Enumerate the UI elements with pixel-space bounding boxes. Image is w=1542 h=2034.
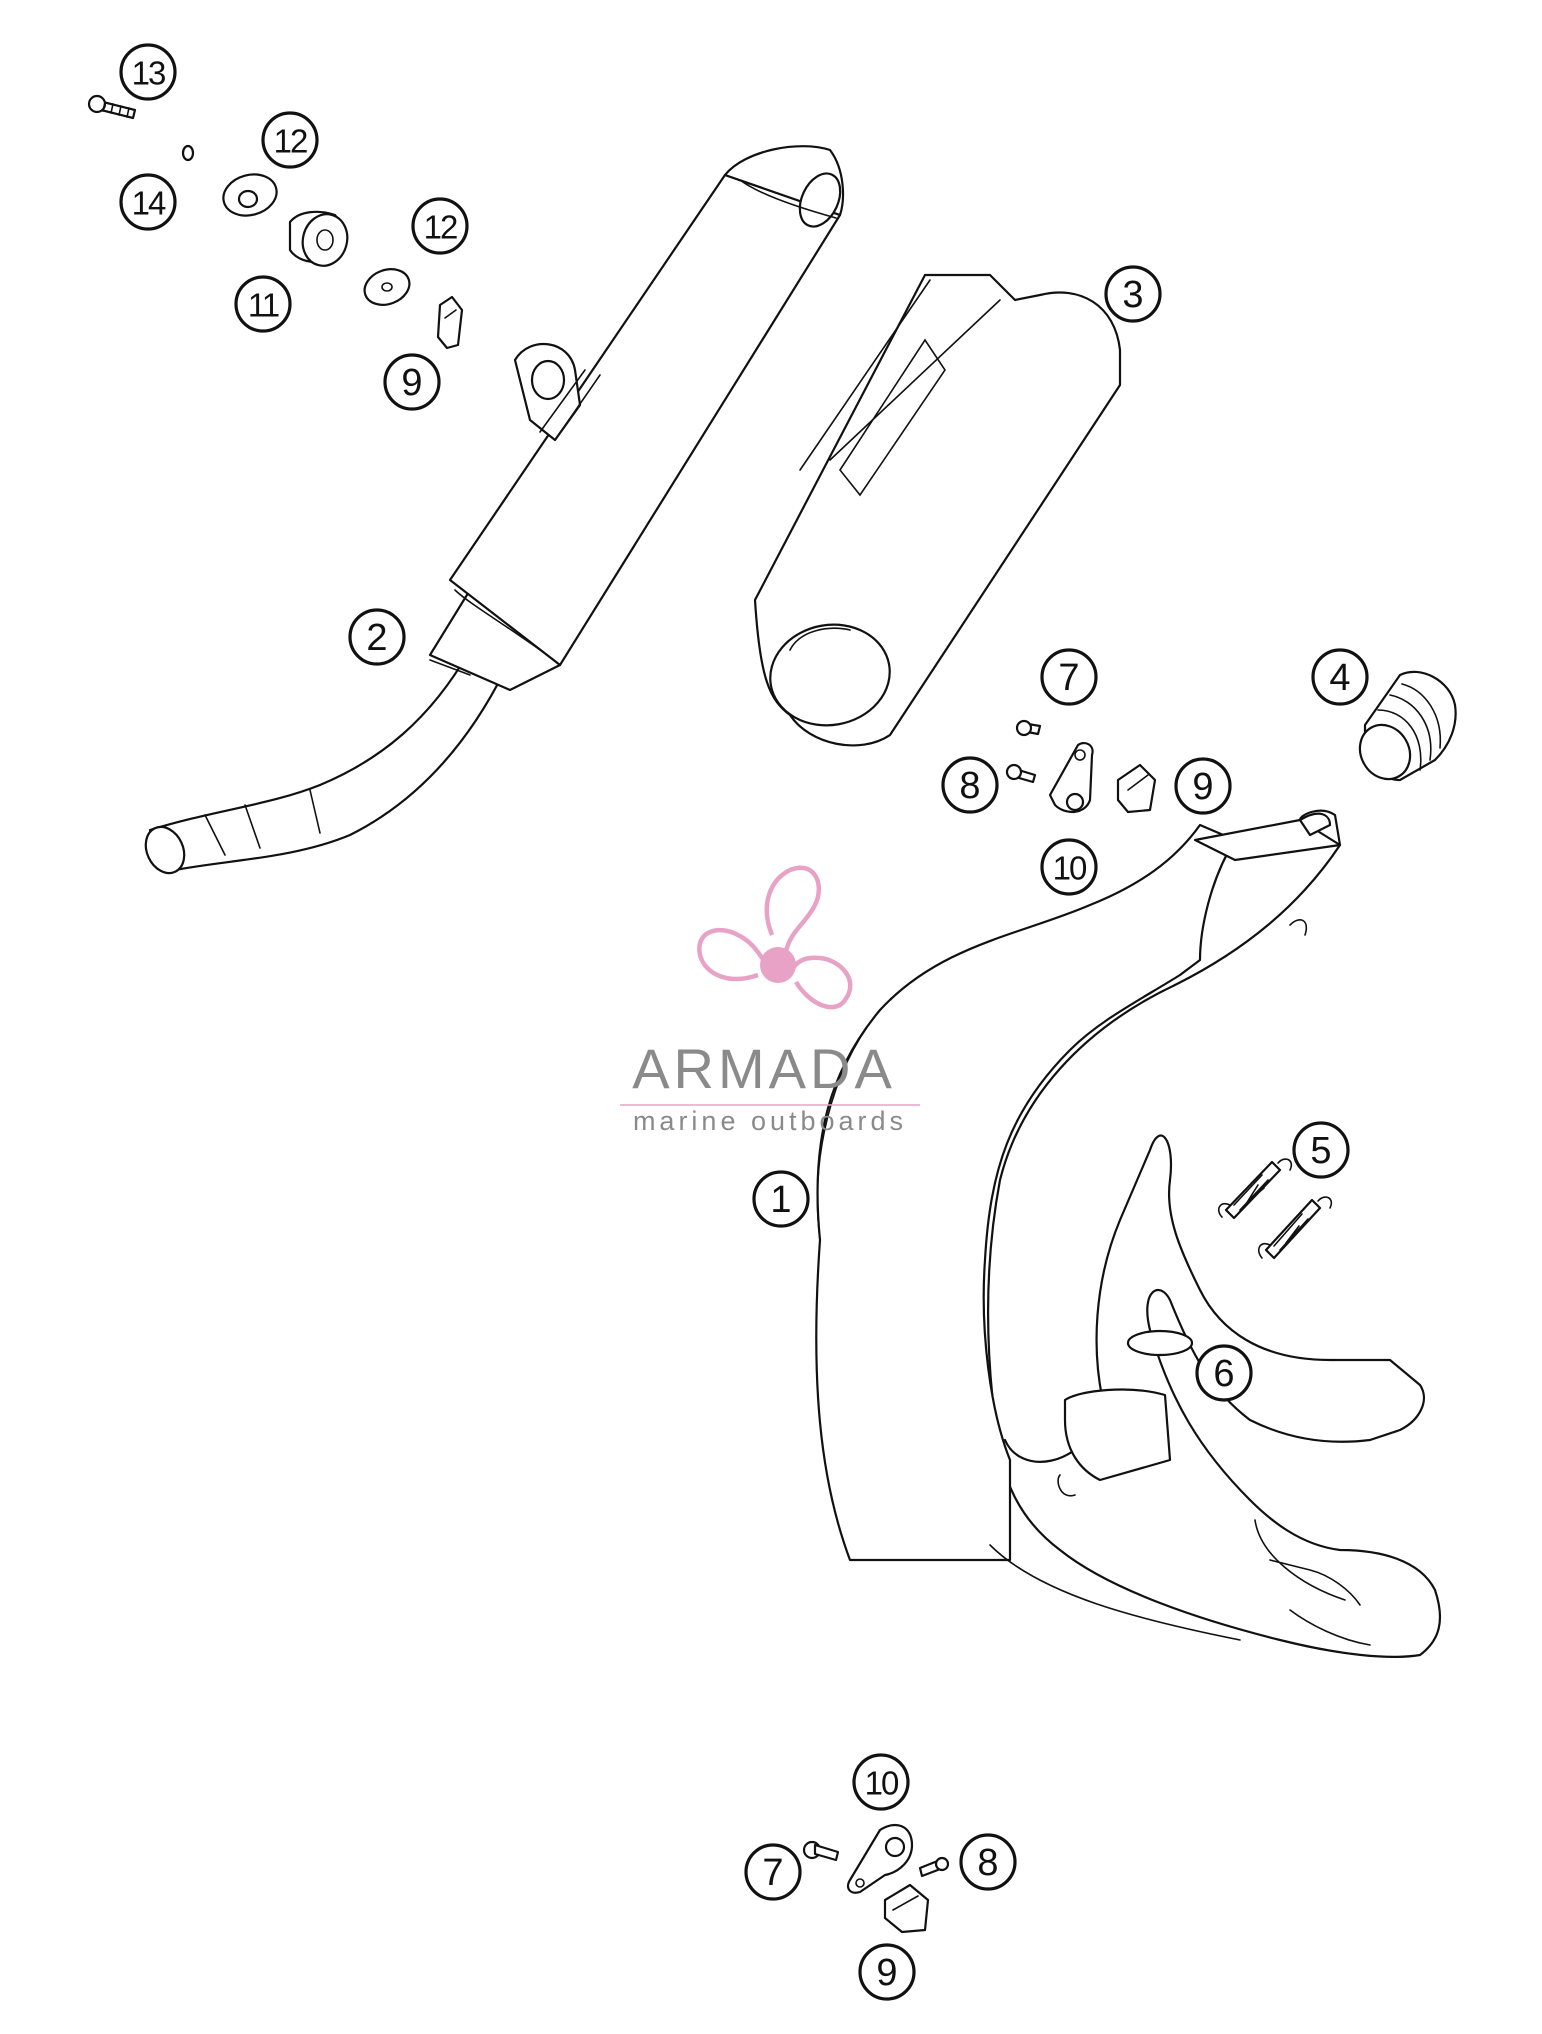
svg-text:12: 12 (274, 123, 307, 160)
rubber-sleeve-part (1358, 670, 1457, 782)
svg-text:7: 7 (762, 1852, 783, 1894)
svg-text:12: 12 (424, 209, 457, 246)
callout-12-left: 12 (261, 111, 319, 169)
svg-text:ARMADA: ARMADA (632, 1037, 896, 1100)
gasket-part (1126, 1329, 1194, 1357)
svg-text:5: 5 (1310, 1130, 1331, 1172)
mounting-hardware-group (87, 94, 464, 350)
propeller-icon (697, 865, 853, 1010)
callout-14: 14 (119, 173, 177, 231)
watermark-logo: ARMADA marine outboards (620, 865, 920, 1136)
callout-4: 4 (1311, 648, 1369, 706)
callout-5: 5 (1292, 1121, 1350, 1179)
callout-7-upper: 7 (1040, 648, 1098, 706)
callout-9-top: 9 (383, 353, 441, 411)
svg-text:9: 9 (876, 1952, 897, 1994)
svg-text:9: 9 (401, 362, 422, 404)
callout-1: 1 (752, 1170, 810, 1228)
callout-8-lower: 8 (959, 1833, 1017, 1891)
callout-3: 3 (1104, 265, 1162, 323)
heat-shield-part (753, 273, 1122, 747)
svg-text:6: 6 (1213, 1353, 1234, 1395)
svg-text:3: 3 (1122, 274, 1143, 316)
callout-10-upper: 10 (1040, 838, 1098, 896)
svg-text:marine outboards: marine outboards (633, 1106, 907, 1136)
callout-9-upper: 9 (1174, 757, 1232, 815)
callout-13: 13 (119, 43, 177, 101)
upper-bracket-group (1005, 719, 1157, 814)
callout-2: 2 (348, 608, 406, 666)
svg-text:9: 9 (1192, 766, 1213, 808)
svg-text:13: 13 (132, 55, 165, 92)
springs-part (1218, 1158, 1333, 1260)
callout-12-right: 12 (411, 197, 469, 255)
callout-7-lower: 7 (744, 1843, 802, 1901)
svg-text:4: 4 (1329, 657, 1350, 699)
callout-9-lower: 9 (858, 1943, 916, 2001)
svg-text:7: 7 (1058, 657, 1079, 699)
callout-6: 6 (1195, 1344, 1253, 1402)
callout-8-upper: 8 (941, 756, 999, 814)
exhaust-header-part (815, 809, 1442, 1658)
svg-text:2: 2 (366, 617, 387, 659)
svg-text:1: 1 (770, 1179, 791, 1221)
lower-bracket-group (802, 1823, 950, 1934)
svg-text:10: 10 (1053, 850, 1087, 887)
silencer-part (144, 145, 845, 875)
callout-11: 11 (234, 275, 292, 333)
svg-text:14: 14 (132, 185, 166, 222)
callout-10-lower: 10 (852, 1753, 910, 1811)
svg-text:10: 10 (865, 1765, 899, 1802)
svg-text:11: 11 (248, 287, 279, 324)
svg-text:8: 8 (977, 1842, 998, 1884)
svg-text:8: 8 (959, 765, 980, 807)
